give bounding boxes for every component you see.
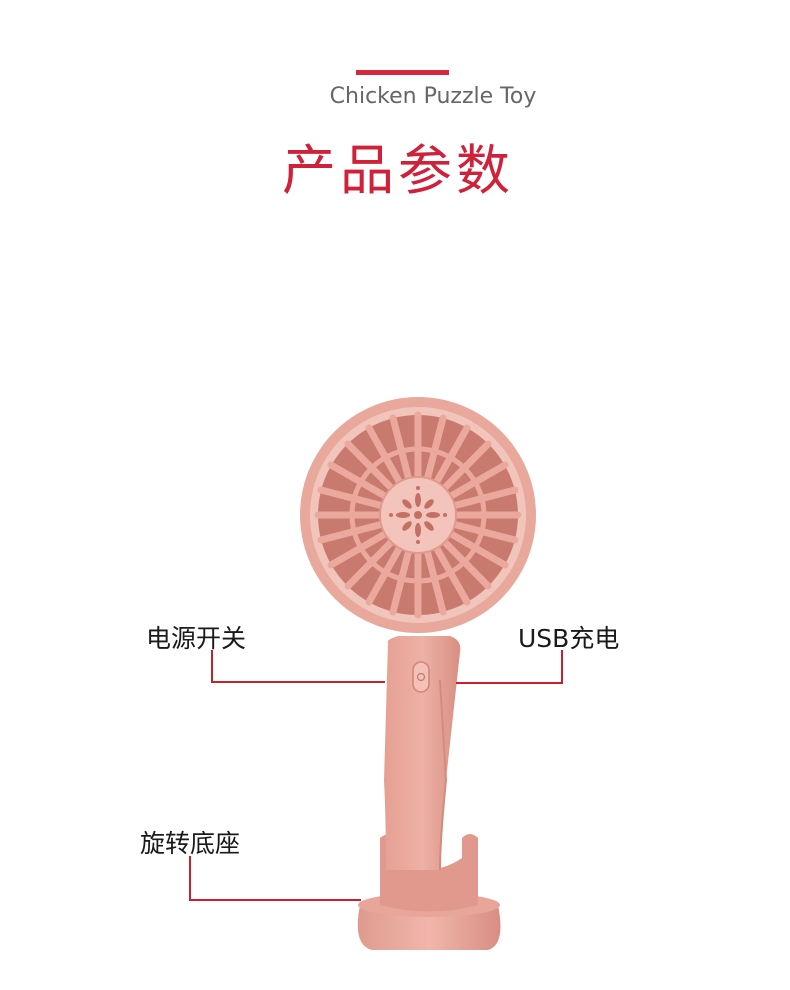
callout-usb-charge: USB充电 [518,624,620,653]
callout-rotating-base: 旋转底座 [140,829,241,858]
fan-head [300,397,536,633]
flower-hub-icon [389,486,447,544]
header-subtitle: Chicken Puzzle Toy [329,84,537,109]
fan-grille [314,411,522,619]
leader-line-power-vertical [211,650,213,682]
power-icon [416,672,426,682]
callout-power-switch: 电源开关 [146,624,247,653]
leader-line-usb-horizontal [456,682,563,684]
rotating-base [357,834,501,950]
header-accent-bar [356,70,449,75]
power-button [412,661,430,693]
page-title: 产品参数 [282,139,514,202]
leader-line-power-horizontal [211,681,385,683]
leader-line-usb-vertical [561,650,563,684]
leader-line-base-vertical [189,856,191,900]
leader-line-base-horizontal [189,899,361,901]
fan-handle [384,636,461,871]
